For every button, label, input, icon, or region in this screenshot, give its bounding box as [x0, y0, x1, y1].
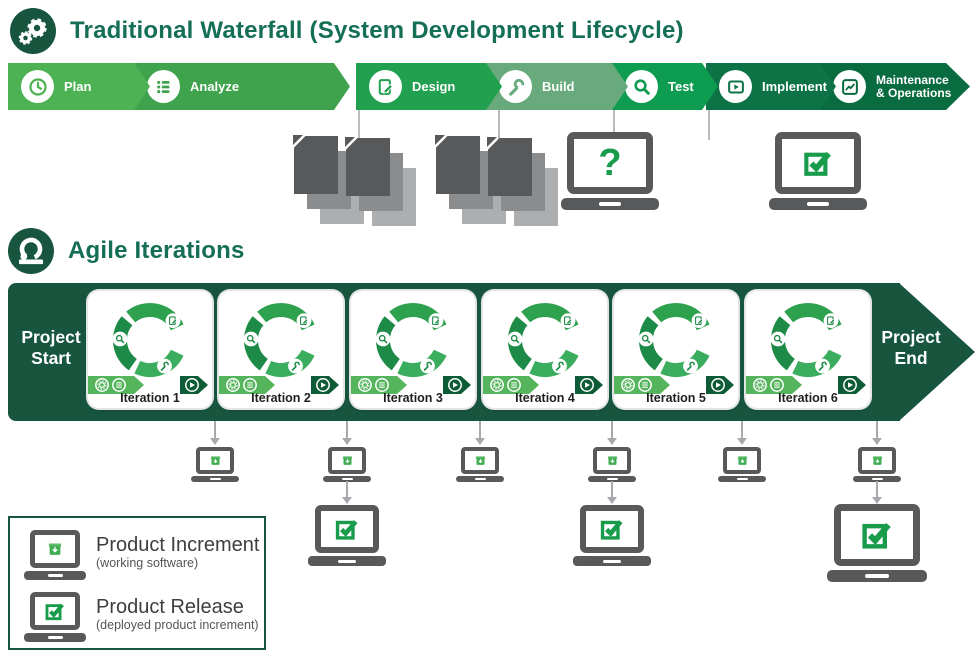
down-arrow: [872, 481, 882, 504]
iteration-label: Iteration 2: [251, 391, 311, 405]
package-box-icon: [48, 543, 62, 555]
down-arrow: [607, 481, 617, 504]
down-arrow: [210, 421, 220, 445]
phase-label: Analyze: [190, 78, 240, 94]
phase-chevron-analyze: Analyze: [134, 63, 350, 110]
legend-box: Product Increment (working software) Pro…: [8, 516, 266, 650]
document-icon: [294, 136, 338, 194]
play-screen-icon: [719, 70, 752, 103]
legend-item-increment: Product Increment (working software): [10, 528, 264, 588]
iteration-label: Iteration 1: [120, 391, 180, 405]
package-box-icon: [342, 456, 352, 465]
phase-chevron-maintenance-operations: Maintenance& Operations: [820, 63, 970, 110]
package-box-icon: [737, 456, 747, 465]
legend-title: Product Release: [96, 596, 244, 618]
document-fold: [293, 135, 303, 145]
phase-chevron-implement: Implement: [706, 63, 836, 110]
gears-icon: [10, 8, 56, 54]
connector-line: [358, 110, 360, 140]
phase-label: Implement: [762, 78, 828, 94]
release-laptop: [573, 505, 651, 566]
release-laptop-large: [827, 504, 927, 582]
waterfall-title: Traditional Waterfall (System Developmen…: [70, 17, 684, 44]
checkbox-icon: [600, 520, 623, 540]
iteration-card-1: Iteration 1: [88, 291, 212, 408]
package-box-icon: [607, 456, 617, 465]
increment-laptop: [323, 447, 371, 482]
connector-line: [708, 110, 710, 140]
agile-header: Agile Iterations: [8, 228, 245, 274]
checkbox-icon: [862, 523, 891, 549]
test-laptop: ?: [561, 132, 659, 210]
loop-icon: [8, 228, 54, 274]
phase-label: Design: [412, 78, 456, 94]
iteration-label: Iteration 3: [383, 391, 443, 405]
document-icon: [346, 138, 390, 196]
checkbox-icon: [804, 152, 831, 177]
release-laptop: [308, 505, 386, 566]
clock-icon: [21, 70, 54, 103]
phase-label: Test: [668, 78, 694, 94]
iteration-label: Iteration 4: [515, 391, 575, 405]
iteration-label: Iteration 5: [646, 391, 706, 405]
down-arrow: [475, 421, 485, 445]
down-arrow: [737, 421, 747, 445]
document-stack-icon: [435, 135, 560, 228]
legend-title: Product Increment: [96, 534, 260, 556]
phase-label: Plan: [64, 78, 92, 94]
increment-laptop: [191, 447, 239, 482]
document-icon: [436, 136, 480, 194]
document-icon: [488, 138, 532, 196]
phase-chevron-design: Design: [356, 63, 502, 110]
increment-laptop: [588, 447, 636, 482]
package-box-icon: [475, 456, 485, 465]
phase-chevron-plan: Plan: [8, 63, 150, 110]
checkbox-icon: [335, 520, 358, 540]
increment-laptop: [853, 447, 901, 482]
package-box-icon: [210, 456, 220, 465]
down-arrow: [342, 481, 352, 504]
document-stack-icon: [293, 135, 418, 228]
package-box-icon: [872, 456, 882, 465]
question-mark: ?: [598, 142, 622, 184]
iteration-card-4: Iteration 4: [483, 291, 607, 408]
legend-subtitle: (deployed product increment): [96, 618, 259, 632]
iteration-label: Iteration 6: [778, 391, 838, 405]
legend-subtitle: (working software): [96, 556, 199, 570]
document-fold: [487, 137, 497, 147]
waterfall-header: Traditional Waterfall (System Developmen…: [10, 8, 684, 54]
wrench-icon: [499, 70, 532, 103]
phase-chevron-test: Test: [612, 63, 718, 110]
document-fold: [435, 135, 445, 145]
list-icon: [147, 70, 180, 103]
document-fold: [345, 137, 355, 147]
release-laptop-icon: [24, 592, 86, 642]
iteration-card-2: Iteration 2: [219, 291, 343, 408]
down-arrow: [607, 421, 617, 445]
increment-laptop: [456, 447, 504, 482]
agile-title: Agile Iterations: [68, 237, 245, 264]
down-arrow: [342, 421, 352, 445]
increment-laptop: [718, 447, 766, 482]
magnifier-icon: [625, 70, 658, 103]
phase-label: Maintenance& Operations: [876, 72, 952, 100]
chart-screen-icon: [833, 70, 866, 103]
legend-item-release: Product Release (deployed product increm…: [10, 590, 264, 650]
connector-line: [613, 110, 615, 138]
pencil-paper-icon: [369, 70, 402, 103]
connector-line: [498, 110, 500, 140]
phase-label: Build: [542, 78, 575, 94]
increment-laptop-icon: [24, 530, 86, 580]
iteration-card-3: Iteration 3: [351, 291, 475, 408]
down-arrow: [872, 421, 882, 445]
iteration-card-5: Iteration 5: [614, 291, 738, 408]
iteration-card-6: Iteration 6: [746, 291, 870, 408]
phase-chevron-build: Build: [486, 63, 628, 110]
checkbox-icon: [45, 603, 64, 621]
implement-laptop: [769, 132, 867, 210]
